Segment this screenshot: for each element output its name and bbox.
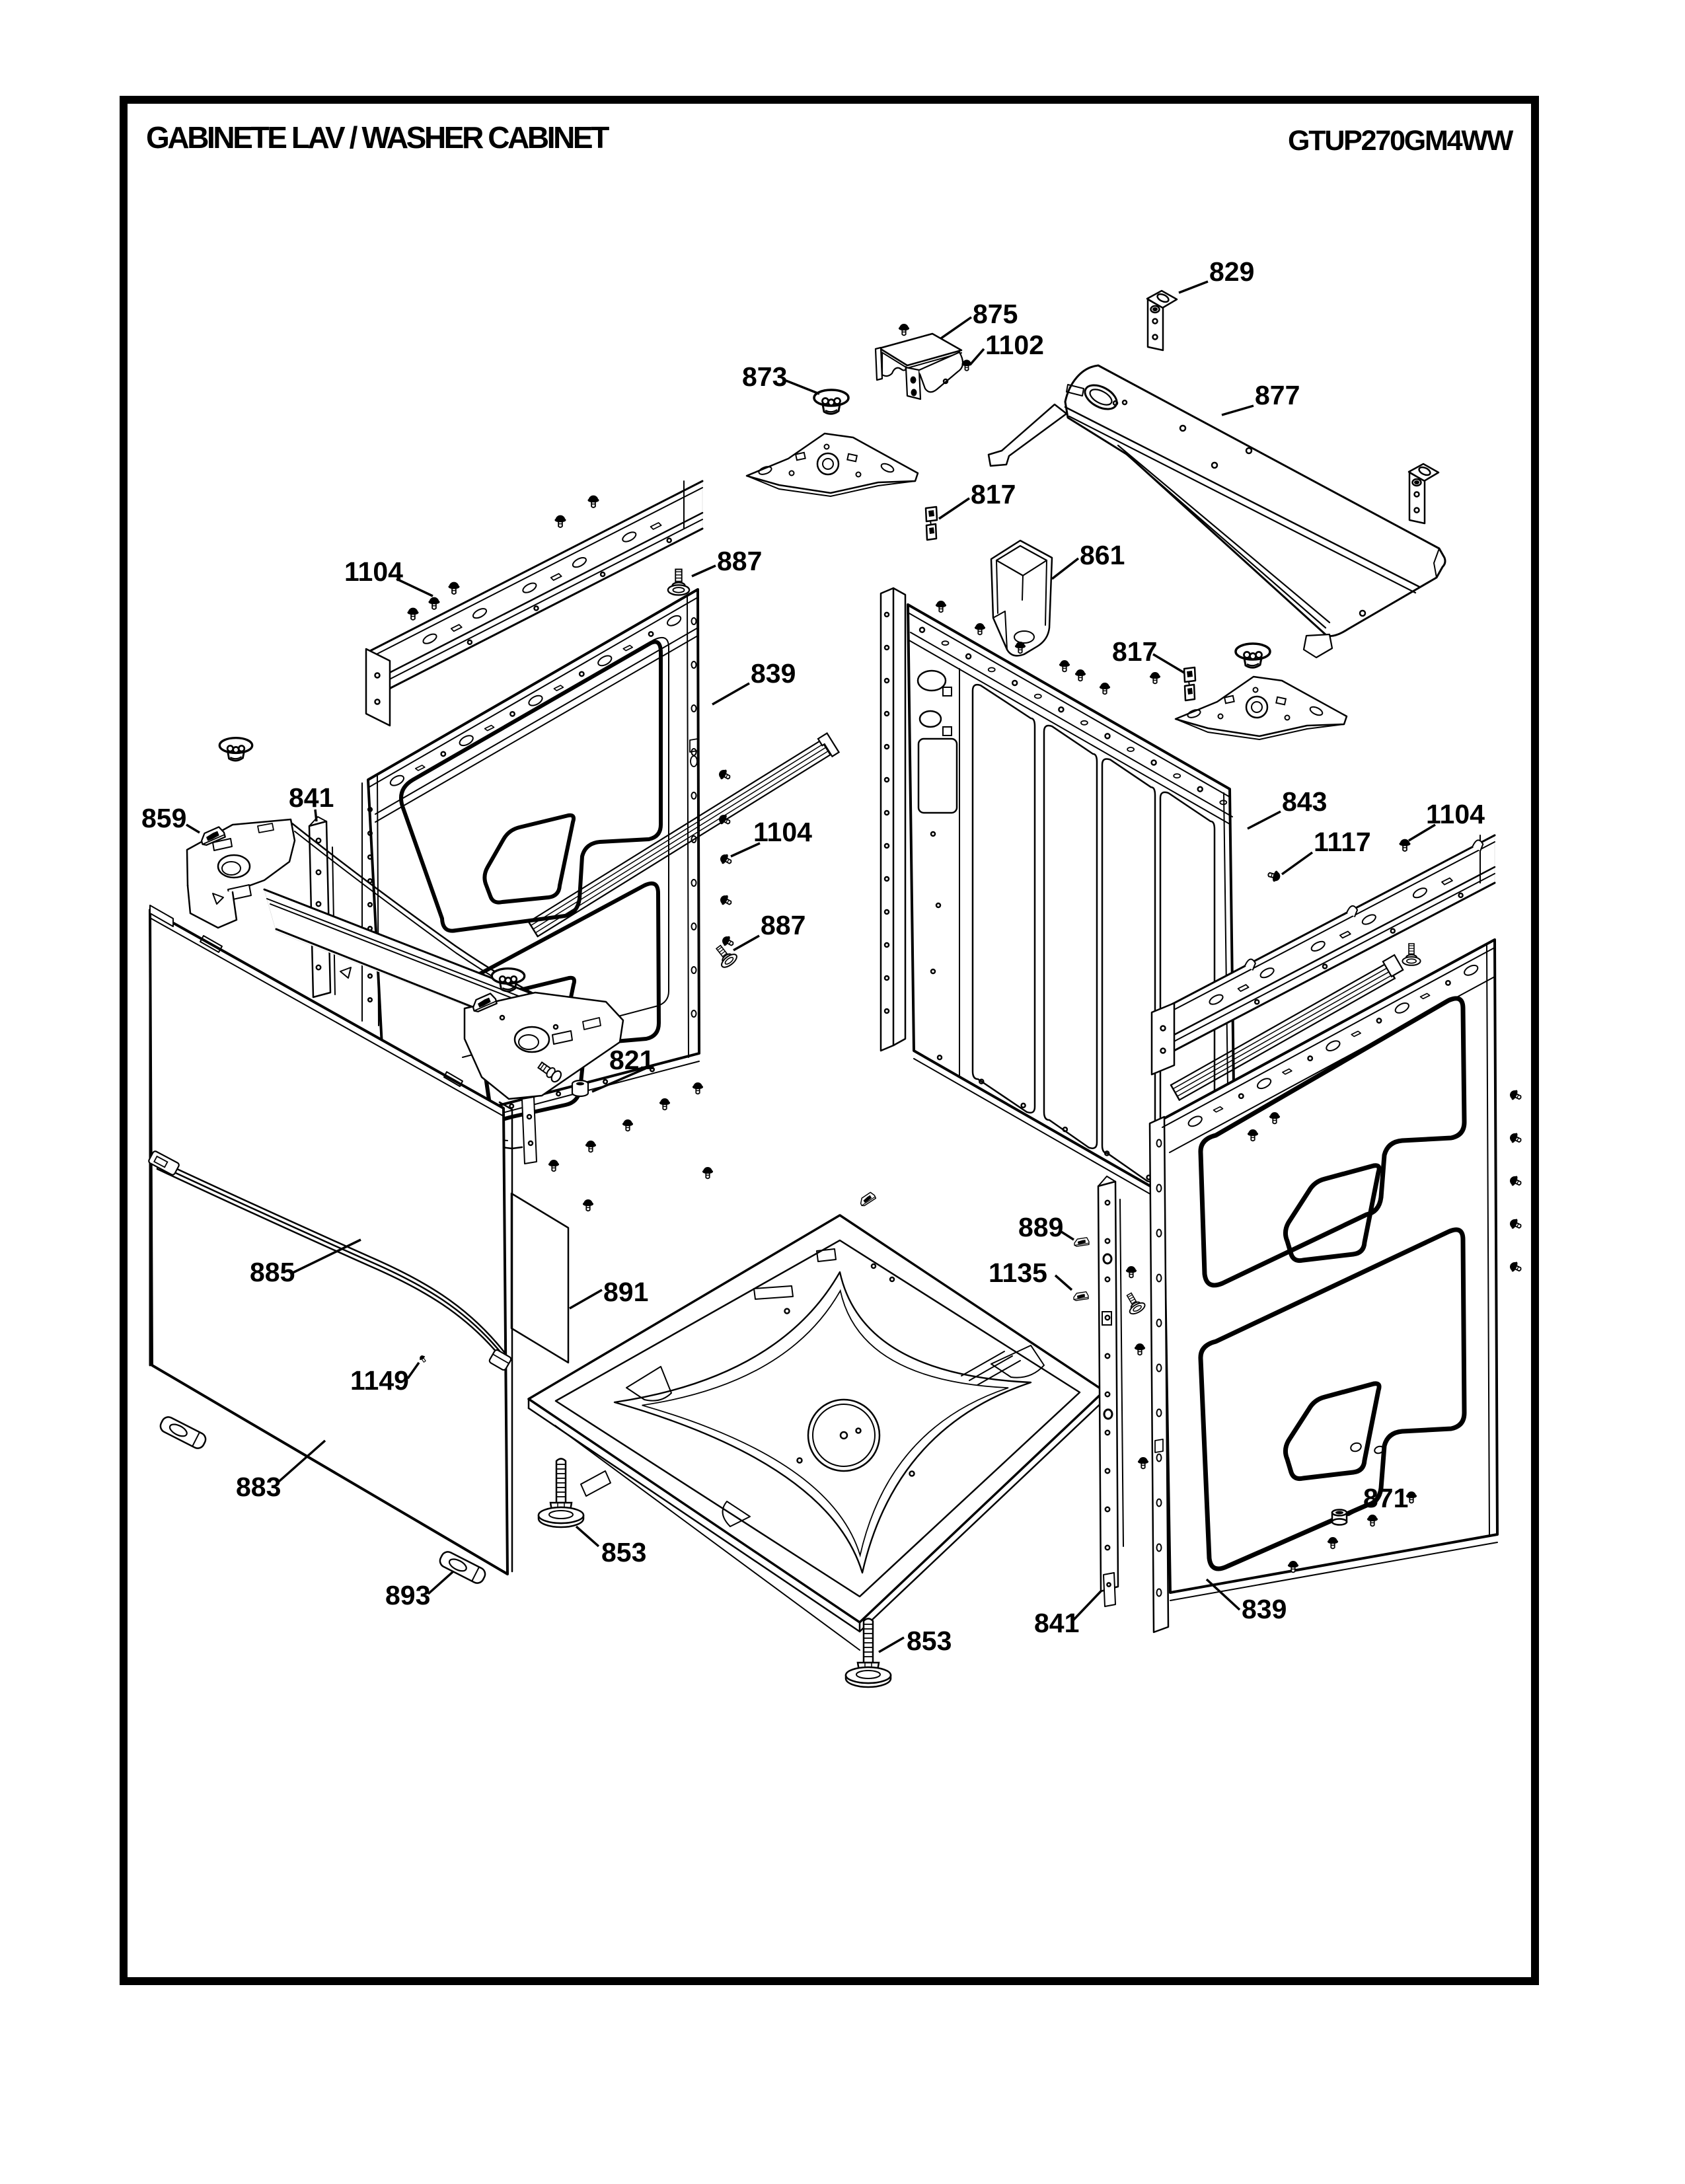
svg-text:887: 887: [761, 910, 805, 940]
svg-text:821: 821: [609, 1045, 654, 1075]
svg-text:883: 883: [236, 1472, 281, 1502]
svg-text:873: 873: [742, 361, 787, 392]
svg-text:817: 817: [971, 479, 1016, 509]
svg-text:1104: 1104: [753, 817, 812, 847]
svg-text:839: 839: [751, 658, 796, 689]
svg-text:853: 853: [907, 1626, 952, 1656]
svg-text:875: 875: [973, 299, 1018, 329]
svg-text:817: 817: [1112, 636, 1157, 667]
svg-text:829: 829: [1209, 256, 1254, 287]
svg-text:GABINETE LAV / WASHER CABINET: GABINETE LAV / WASHER CABINET: [146, 120, 609, 155]
svg-text:839: 839: [1242, 1594, 1287, 1624]
svg-text:887: 887: [717, 546, 762, 576]
svg-text:1104: 1104: [344, 556, 403, 587]
svg-text:871: 871: [1363, 1483, 1408, 1513]
svg-text:861: 861: [1080, 540, 1125, 570]
svg-text:841: 841: [289, 782, 334, 813]
svg-text:1104: 1104: [1426, 799, 1485, 829]
svg-text:1149: 1149: [350, 1365, 409, 1396]
svg-text:GTUP270GM4WW: GTUP270GM4WW: [1288, 125, 1514, 157]
svg-text:841: 841: [1034, 1608, 1079, 1638]
svg-text:893: 893: [385, 1580, 430, 1610]
svg-text:891: 891: [603, 1277, 648, 1307]
svg-text:1117: 1117: [1314, 827, 1371, 857]
svg-text:877: 877: [1255, 380, 1300, 410]
svg-text:1102: 1102: [985, 330, 1044, 360]
svg-text:889: 889: [1018, 1212, 1063, 1242]
svg-text:859: 859: [141, 803, 186, 833]
svg-text:885: 885: [250, 1257, 295, 1287]
svg-text:843: 843: [1282, 786, 1327, 817]
svg-text:853: 853: [601, 1537, 646, 1567]
svg-text:1135: 1135: [989, 1258, 1047, 1288]
